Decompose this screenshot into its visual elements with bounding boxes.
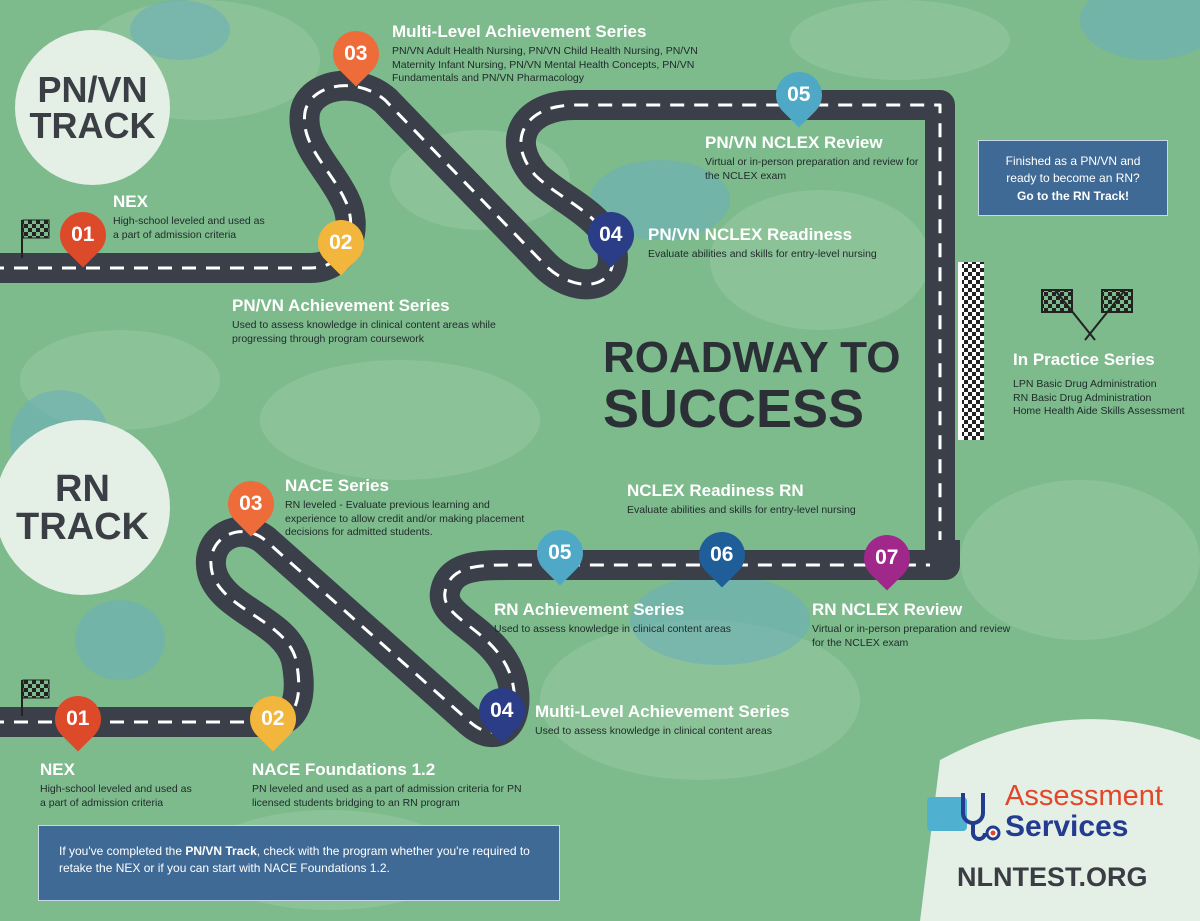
stethoscope-monitor-icon xyxy=(927,793,1001,841)
finish-line xyxy=(958,262,984,440)
crossed-flags-icon xyxy=(1041,289,1133,341)
rn-track-note: Finished as a PN/VN and ready to become … xyxy=(978,140,1168,216)
logo-backdrop xyxy=(920,719,1200,921)
rn-track-road xyxy=(0,516,960,747)
pn-completed-note: If you've completed the PN/VN Track, che… xyxy=(38,825,560,901)
website-url: NLNTEST.ORG xyxy=(957,862,1148,892)
start-flag-pn xyxy=(21,219,50,258)
start-flag-rn xyxy=(21,679,50,716)
in-practice-series: In Practice Series LPN Basic Drug Admini… xyxy=(1013,350,1185,418)
pn-track-road xyxy=(0,70,955,570)
